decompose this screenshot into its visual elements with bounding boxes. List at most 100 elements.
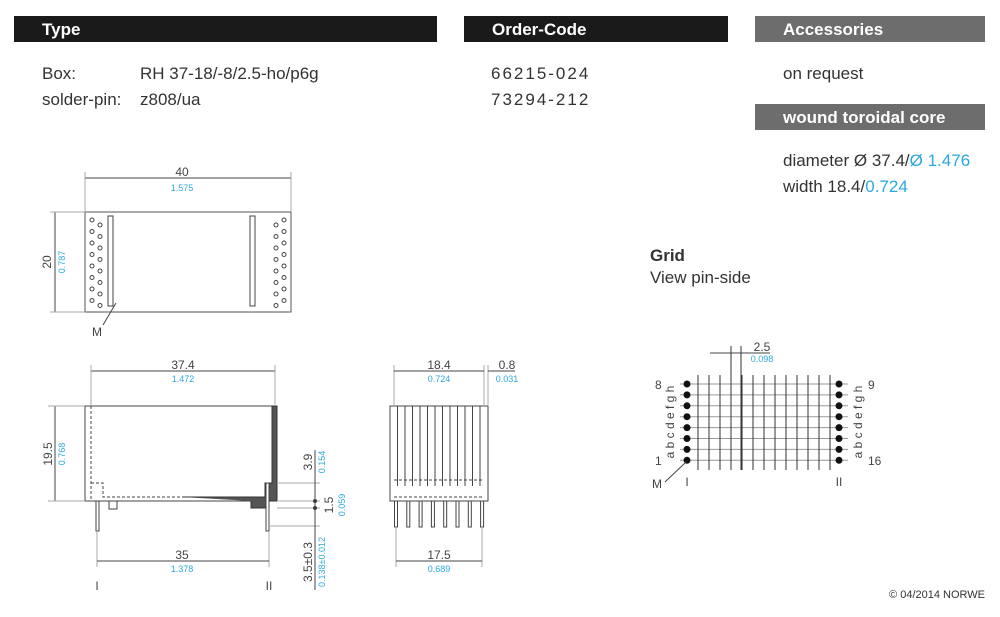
pin-hole [89, 229, 95, 234]
core-width: width 18.4/0.724 [783, 177, 908, 197]
accessories-value: on request [783, 64, 864, 83]
pin-hole [273, 222, 279, 228]
pin-dot [835, 435, 843, 442]
pin-hole [273, 234, 279, 239]
grid-pitch-mm: 2.5 [754, 340, 771, 354]
box-label: Box: [42, 64, 77, 83]
end-view: 18.4 0.724 0.8 0.031 17.5 0.689 [389, 358, 519, 574]
top-marker: M [92, 325, 102, 339]
side-1-label: I [95, 579, 98, 593]
pin-hole [97, 257, 103, 262]
pin-hole [281, 217, 287, 223]
pin [430, 500, 435, 528]
rows-right: a b c d e f g h [851, 386, 865, 459]
top-width-in: 1.575 [171, 183, 194, 193]
side-2-label: II [266, 579, 273, 593]
pin-hole [97, 222, 103, 228]
end-thick-in: 0.031 [496, 374, 519, 384]
pin-hole [89, 286, 95, 292]
order-code-header: Order-Code [464, 16, 728, 42]
pin-dot [683, 402, 691, 410]
sep: / [860, 177, 866, 196]
pin [443, 500, 448, 528]
pin-dot [683, 435, 691, 442]
pin-hole [273, 303, 279, 308]
pin-hole [97, 234, 103, 239]
pin-hole [273, 245, 279, 251]
pin-hole [273, 280, 279, 285]
pin-hole [89, 240, 95, 246]
top-height-in: 0.787 [57, 251, 67, 274]
diameter-label: diameter [783, 151, 850, 170]
pin-hole [281, 229, 287, 234]
end-width-in: 0.724 [428, 374, 451, 384]
pin-hole [97, 280, 103, 285]
diameter-in: Ø 1.476 [909, 151, 971, 170]
pin-hole [281, 286, 287, 292]
pin-dot [683, 391, 691, 399]
grid-side-1: I [685, 475, 688, 489]
pin-hole [273, 257, 279, 262]
pin [394, 500, 398, 528]
pin-hole [273, 291, 279, 297]
pin-hole [281, 240, 287, 246]
d2-mm: 1.5 [322, 496, 336, 513]
pin-hole [97, 245, 103, 251]
pin-hole [97, 303, 103, 308]
pin [480, 500, 485, 528]
top-view: 40 1.575 20 0.787 M [40, 165, 292, 339]
pin-8-label: 8 [655, 378, 662, 392]
grid-title: Grid [650, 246, 685, 265]
width-label: width [783, 177, 823, 196]
pin-dot [835, 456, 843, 464]
pin-hole [89, 275, 95, 280]
d1-mm: 3.9 [301, 453, 315, 470]
pin-hole [97, 291, 103, 297]
pin-len-in: 0.138±0.012 [317, 537, 327, 587]
box-order-code: 66215-024 [491, 64, 591, 83]
pin-dot [683, 424, 691, 432]
core-diameter: diameter Ø 37.4/Ø 1.476 [783, 151, 970, 171]
pin-1-label: 1 [655, 454, 662, 468]
pin-dot [835, 380, 843, 388]
d2-in: 0.059 [337, 494, 347, 517]
top-width-mm: 40 [175, 165, 189, 179]
pin-span-in: 0.689 [428, 564, 451, 574]
end-width-mm: 18.4 [427, 358, 451, 372]
pin-value: z808/ua [140, 90, 201, 109]
pin-hole [97, 268, 103, 274]
grid-side-2: II [836, 475, 843, 489]
d1-in: 0.154 [317, 451, 327, 474]
accessories-header: Accessories [755, 16, 985, 42]
grid-subtitle: View pin-side [650, 268, 751, 287]
type-header: Type [14, 16, 437, 42]
pin-hole [89, 263, 95, 269]
pin-grid: 2.5 0.098 8 1 9 16 a b c d e f g h a b c… [652, 340, 882, 491]
sep: / [904, 151, 910, 170]
pin-hole [281, 275, 287, 280]
side-height-in: 0.768 [57, 443, 67, 466]
width-mm: 18.4 [827, 177, 861, 196]
pin-span-mm: 17.5 [427, 548, 451, 562]
copyright: © 04/2014 NORWE [889, 589, 985, 601]
pin-pitch-in: 1.378 [171, 564, 194, 574]
side-view: 37.4 1.472 19.5 0.768 35 1.378 3.9 0.154… [41, 358, 347, 593]
pin-label: solder-pin: [42, 90, 122, 109]
pin-order-code: 73294-212 [491, 90, 591, 109]
pin-9-label: 9 [868, 378, 875, 392]
pin-dot [835, 391, 843, 399]
grid-pitch-in: 0.098 [751, 354, 774, 364]
pin [455, 500, 460, 528]
pin [406, 500, 411, 528]
grid-marker: M [652, 477, 662, 491]
pin-dot [835, 413, 843, 421]
pin-hole [89, 252, 95, 257]
top-height-mm: 20 [40, 255, 54, 269]
pin-dot [835, 424, 843, 432]
pin [467, 500, 472, 528]
width-in: 0.724 [865, 177, 908, 196]
pin-hole [273, 268, 279, 274]
pin-hole [281, 263, 287, 269]
pin-dot [835, 402, 843, 410]
side-width-mm: 37.4 [171, 358, 195, 372]
